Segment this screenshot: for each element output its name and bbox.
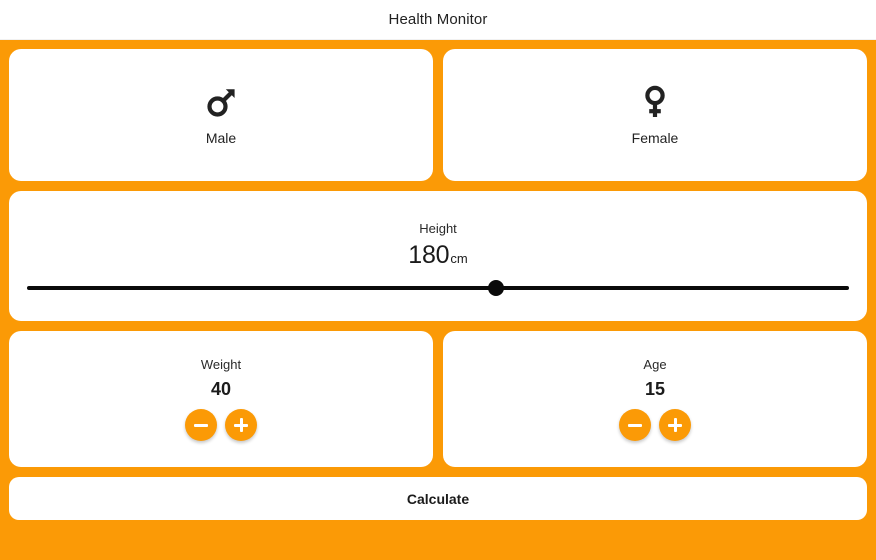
minus-icon [193, 417, 209, 433]
height-value: 180 [408, 241, 450, 269]
plus-icon [667, 417, 683, 433]
action-row: Calculate [9, 477, 867, 520]
age-decrement-button[interactable] [619, 409, 651, 441]
gender-selection-row: Male Female [9, 49, 867, 181]
height-row: Height 180 cm [9, 191, 867, 321]
main-content: Male Female Height 180 cm [0, 40, 876, 560]
height-slider-track[interactable] [27, 286, 849, 290]
weight-stepper [185, 409, 257, 441]
age-value: 15 [644, 379, 666, 399]
weight-decrement-button[interactable] [185, 409, 217, 441]
weight-label: Weight [200, 357, 242, 372]
gender-card-male[interactable]: Male [9, 49, 433, 181]
calculate-button[interactable]: Calculate [9, 477, 867, 520]
height-label: Height [419, 221, 457, 236]
age-increment-button[interactable] [659, 409, 691, 441]
height-card: Height 180 cm [9, 191, 867, 321]
height-slider[interactable] [27, 278, 849, 298]
weight-increment-button[interactable] [225, 409, 257, 441]
venus-icon [643, 85, 667, 119]
gender-card-female[interactable]: Female [443, 49, 867, 181]
height-slider-thumb[interactable] [487, 280, 504, 296]
height-unit: cm [450, 251, 468, 266]
plus-icon [233, 417, 249, 433]
metrics-row: Weight 40 [9, 331, 867, 467]
app-bar: Health Monitor [0, 0, 876, 40]
mars-icon [206, 85, 236, 119]
gender-label-male: Male [205, 129, 237, 146]
gender-label-female: Female [631, 129, 679, 146]
age-label: Age [643, 357, 667, 372]
height-value-group: 180 cm [408, 241, 467, 270]
minus-icon [627, 417, 643, 433]
weight-card: Weight 40 [9, 331, 433, 467]
age-stepper [619, 409, 691, 441]
page-title: Health Monitor [388, 11, 488, 28]
weight-value: 40 [210, 379, 232, 399]
age-card: Age 15 [443, 331, 867, 467]
